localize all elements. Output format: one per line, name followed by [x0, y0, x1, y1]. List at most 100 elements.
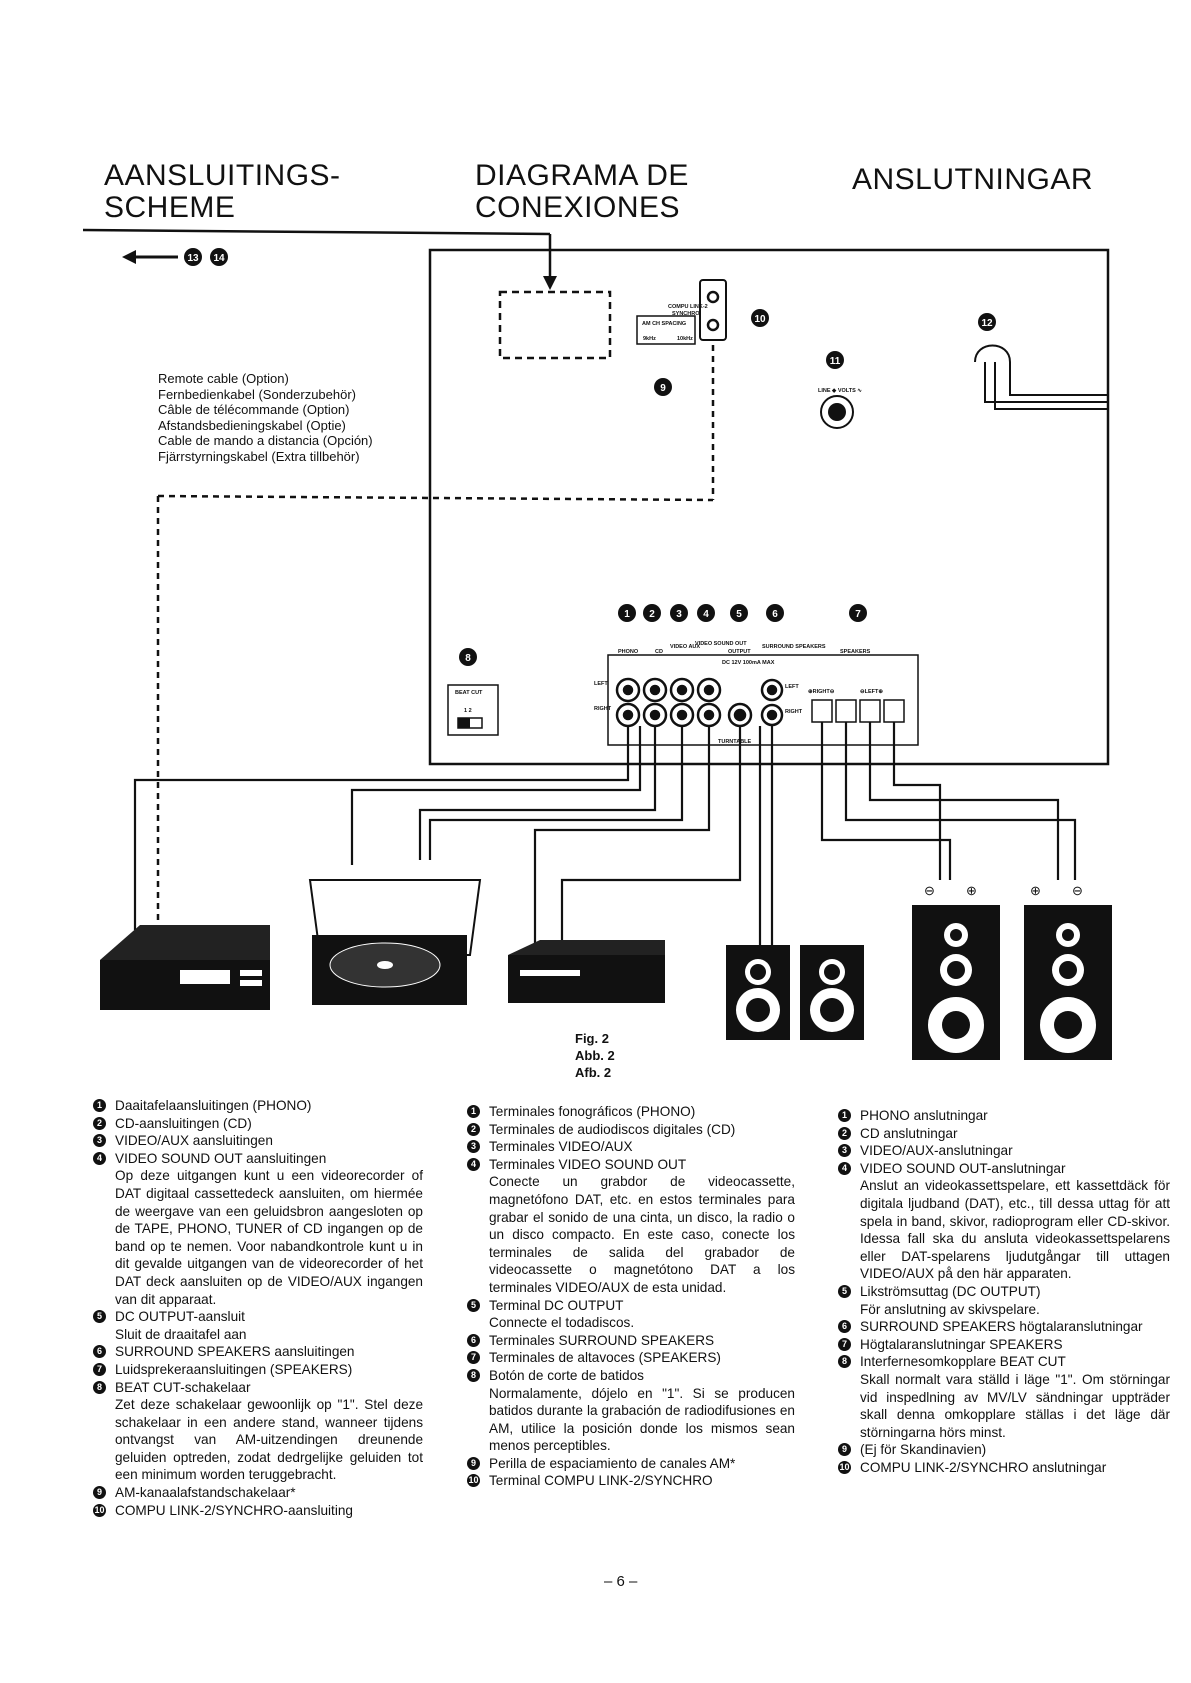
label-left-surround: LEFT	[785, 684, 799, 690]
legend-number-badge: 1	[93, 1099, 106, 1112]
speaker-minus-1: ⊖	[924, 883, 935, 898]
legend-item-title: Likströmsuttag (DC OUTPUT)	[860, 1283, 1041, 1299]
turntable-illustration	[308, 879, 482, 1005]
legend-item-title: Terminales de audiodiscos digitales (CD)	[489, 1121, 736, 1137]
label-surround-speakers: SURROUND SPEAKERS	[762, 644, 826, 650]
remote-cable-de: Fernbedienkabel (Sonderzubehör)	[158, 386, 357, 402]
label-am-ch-spacing: AM CH SPACING	[642, 321, 686, 327]
legend-number-badge: 3	[467, 1140, 480, 1154]
legend-item-title: Terminales VIDEO SOUND OUT	[489, 1156, 687, 1172]
speaker-plus-1: ⊕	[966, 883, 977, 898]
legend-item-title: CD-aansluitingen (CD)	[115, 1115, 252, 1131]
legend-item-title: Terminales fonográficos (PHONO)	[489, 1104, 696, 1119]
legend-item: 5 Terminal DC OUTPUT	[467, 1297, 795, 1315]
legend-item-description: Op deze uitgangen kunt u een videorecord…	[115, 1168, 423, 1307]
legend-item-title: Terminal DC OUTPUT	[489, 1297, 624, 1313]
legend-item-title: VIDEO SOUND OUT aansluitingen	[115, 1150, 327, 1166]
legend-item-description: Skall normalt vara ställd i läge "1". Om…	[860, 1371, 1170, 1440]
legend-number-badge: 10	[93, 1503, 106, 1517]
figure-caption-en: Fig. 2	[575, 1031, 609, 1046]
legend-number-badge: 2	[838, 1126, 851, 1140]
label-phono: PHONO	[618, 649, 639, 655]
legend-number-badge: 9	[838, 1443, 851, 1457]
legend-item-title: Terminales VIDEO/AUX	[489, 1139, 633, 1155]
legend-item-title: (Ej för Skandinavien)	[860, 1442, 987, 1458]
legend-item-title: SURROUND SPEAKERS högtalaranslutningar	[860, 1319, 1143, 1335]
legend-item-title: Interfernesomkopplare BEAT CUT	[860, 1354, 1066, 1370]
legend-item-title: COMPU LINK-2/SYNCHRO anslutningar	[860, 1459, 1107, 1475]
callout-14: 14	[213, 253, 225, 264]
figure-caption-de: Abb. 2	[575, 1048, 615, 1063]
callout-3: 3	[676, 609, 682, 620]
legend-item-title: Luidsprekeraansluitingen (SPEAKERS)	[115, 1361, 353, 1377]
legend-item-title: Terminales SURROUND SPEAKERS	[489, 1332, 715, 1348]
callout-6: 6	[772, 609, 778, 620]
remote-cable-nl: Afstandsbedieningskabel (Optie)	[158, 417, 346, 433]
surround-speakers-illustration	[726, 945, 864, 1040]
legend-number-badge: 6	[93, 1345, 106, 1359]
remote-cable-sv: Fjärrstyrningskabel (Extra tillbehör)	[158, 448, 360, 464]
label-left-polarity: ⊖LEFT⊕	[860, 689, 883, 695]
legend-item: 3 Terminales VIDEO/AUX	[467, 1138, 795, 1156]
legend-item-title: Terminal COMPU LINK-2/SYNCHRO	[489, 1473, 713, 1489]
heading-spanish: DIAGRAMA DE CONEXIONES	[475, 159, 689, 224]
legend-number-badge: 10	[467, 1474, 480, 1488]
page-number: – 6 –	[604, 1573, 638, 1590]
label-beat-cut: BEAT CUT	[455, 690, 483, 696]
arrow-left-icon	[122, 250, 178, 264]
legend-item: 6 SURROUND SPEAKERS aansluitingen	[93, 1343, 423, 1361]
speaker-minus-2: ⊖	[1072, 883, 1083, 898]
terminal-block	[607, 654, 919, 746]
vcr-illustration	[508, 940, 665, 1003]
legend-number-badge: 3	[93, 1134, 106, 1148]
legend-item-description: Zet deze schakelaar gewoonlijk op "1". S…	[115, 1397, 423, 1483]
legend-number-badge: 2	[93, 1116, 106, 1130]
legend-item: 3 VIDEO/AUX aansluitingen	[93, 1132, 423, 1150]
callout-8: 8	[465, 653, 471, 664]
legend-number-badge: 4	[467, 1157, 480, 1171]
remote-cable-fr: Câble de télécommande (Option)	[158, 402, 350, 418]
legend-number-badge: 5	[467, 1298, 480, 1312]
label-output: OUTPUT	[728, 649, 751, 655]
legend-item-description: Anslut an videokassettspelare, ett kasse…	[860, 1178, 1170, 1282]
legend-item: 4 Terminales VIDEO SOUND OUT	[467, 1156, 795, 1174]
legend-item-title: VIDEO/AUX aansluitingen	[115, 1133, 273, 1149]
legend-number-badge: 7	[467, 1351, 480, 1365]
legend-number-badge: 1	[838, 1109, 851, 1122]
label-turntable: TURNTABLE	[718, 739, 752, 745]
legend-item: 1 Terminales fonográficos (PHONO)	[467, 1103, 795, 1121]
label-left: LEFT	[594, 681, 608, 687]
legend-item-title: SURROUND SPEAKERS aansluitingen	[115, 1344, 355, 1360]
cd-player-illustration	[100, 925, 270, 1010]
legend-number-badge: 5	[93, 1310, 106, 1324]
label-10khz: 10kHz	[677, 336, 693, 342]
callout-1: 1	[624, 609, 630, 620]
callout-7: 7	[855, 609, 861, 620]
remote-cable-es: Cable de mando a distancia (Opción)	[158, 433, 373, 449]
label-synchro: SYNCHRO	[672, 311, 700, 317]
legend-item-title: Botón de corte de batidos	[489, 1367, 644, 1383]
legend-number-badge: 9	[467, 1456, 480, 1470]
legend-number-badge: 10	[838, 1460, 851, 1474]
callout-11: 11	[830, 356, 841, 367]
legend-number-badge: 1	[467, 1105, 480, 1118]
heading-swedish: ANSLUTNINGAR	[852, 163, 1094, 196]
legend-item-title: BEAT CUT-schakelaar	[115, 1379, 251, 1395]
label-video-aux: VIDEO AUX	[670, 644, 700, 650]
callout-13: 13	[187, 253, 199, 264]
legend-item-description: Normalamente, dójelo en "1". Si se produ…	[489, 1385, 795, 1454]
